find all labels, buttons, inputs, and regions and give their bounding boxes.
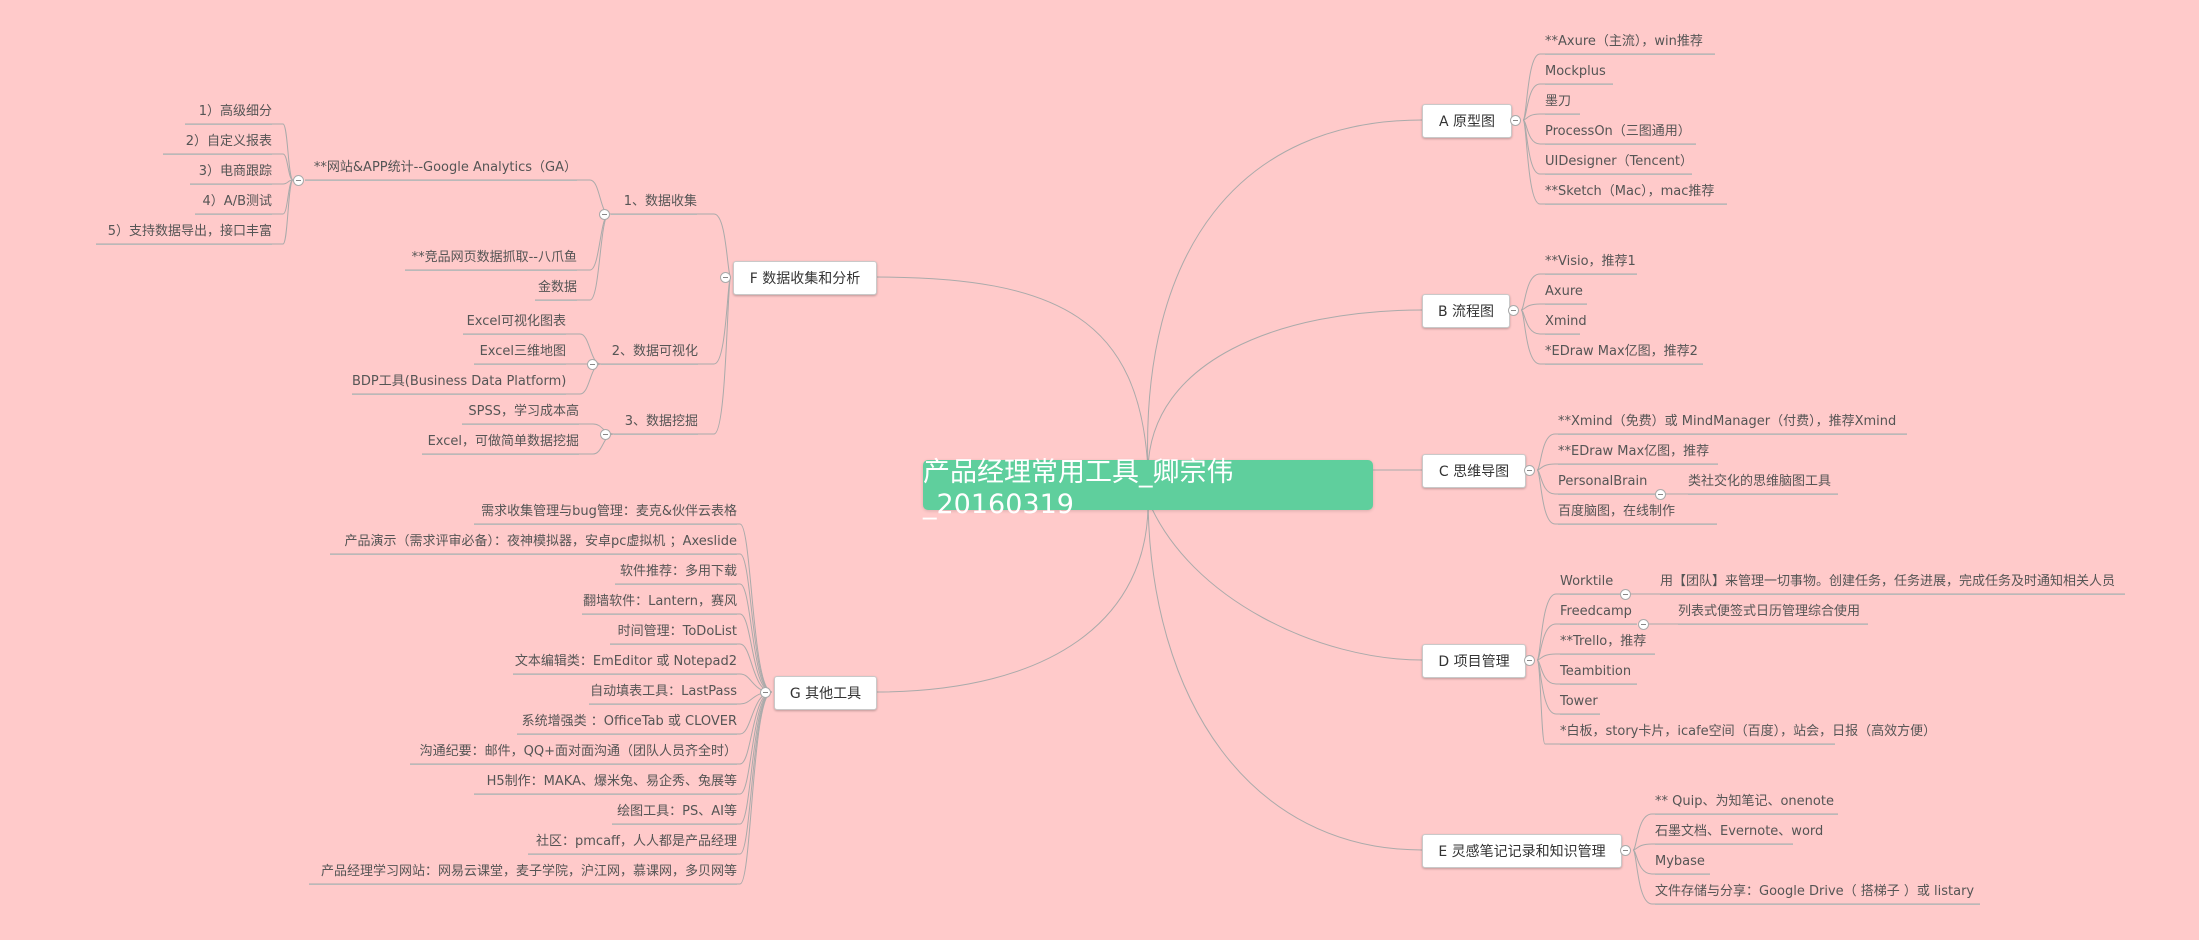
prototype-item-mockplus: Mockplus bbox=[1545, 60, 1613, 85]
pm-item-whiteboard: *白板，story卡片，icafe空间（百度），站会，日报（高效方便） bbox=[1560, 720, 1936, 745]
collection-item-ga: **网站&APP统计--Google Analytics（GA） bbox=[305, 156, 577, 181]
branch-prototype[interactable]: A 原型图 bbox=[1422, 104, 1512, 138]
prototype-item-modao: 墨刀 bbox=[1545, 90, 1580, 115]
branch-mindmap[interactable]: C 思维导图 bbox=[1422, 454, 1526, 488]
branch-other-tools[interactable]: G 其他工具 bbox=[774, 676, 877, 710]
mining-item-spss: SPSS，学习成本高 bbox=[462, 400, 579, 425]
notes-item-shimo: 石墨文档、Evernote、word bbox=[1655, 820, 1823, 845]
prototype-item-axure: **Axure（主流），win推荐 bbox=[1545, 30, 1715, 55]
other-item-download: 软件推荐：多用下载 bbox=[615, 560, 737, 585]
visualization-item-excel-3d-map: Excel三维地图 bbox=[474, 340, 566, 365]
collection-item-jinshuju: 金数据 bbox=[535, 276, 577, 301]
collapse-toggle-data-visualization[interactable] bbox=[587, 359, 598, 370]
freedcamp-note: 列表式便签式日历管理综合使用 bbox=[1678, 600, 1868, 625]
mindmap-item-personalbrain: PersonalBrain bbox=[1558, 470, 1655, 495]
flowchart-item-xmind: Xmind bbox=[1545, 310, 1587, 335]
notes-item-storage: 文件存储与分享：Google Drive（ 搭梯子 ）或 listary bbox=[1655, 880, 1980, 905]
data-sub-mining: 3、数据挖掘 bbox=[614, 410, 698, 435]
collapse-toggle-freedcamp[interactable] bbox=[1638, 619, 1649, 630]
root-topic[interactable]: 产品经理常用工具_卿宗伟_20160319 bbox=[923, 457, 1373, 520]
mindmap-item-xmind: **Xmind（免费）或 MindManager（付费），推荐Xmind bbox=[1558, 410, 1907, 435]
personalbrain-note: 类社交化的思维脑图工具 bbox=[1688, 470, 1838, 495]
mindmap-item-baidu: 百度脑图，在线制作 bbox=[1558, 500, 1717, 525]
flowchart-item-edraw: *EDraw Max亿图，推荐2 bbox=[1545, 340, 1703, 365]
other-item-autofill: 自动填表工具：LastPass bbox=[589, 680, 737, 705]
other-item-system: 系统增强类 ：OfficeTab 或 CLOVER bbox=[517, 710, 737, 735]
ga-item-segment: 1）高级细分 bbox=[185, 100, 272, 125]
pm-item-worktile: Worktile bbox=[1560, 570, 1620, 595]
other-item-h5: H5制作：MAKA、爆米兔、易企秀、兔展等 bbox=[474, 770, 737, 795]
notes-item-quip: ** Quip、为知笔记、onenote bbox=[1655, 790, 1838, 815]
mining-item-excel: Excel，可做简单数据挖掘 bbox=[422, 430, 579, 455]
ga-item-export: 5）支持数据导出，接口丰富 bbox=[96, 220, 272, 245]
other-item-text-editor: 文本编辑类：EmEditor 或 Notepad2 bbox=[513, 650, 737, 675]
collapse-toggle-mindmap[interactable] bbox=[1524, 465, 1535, 476]
other-item-time: 时间管理：ToDoList bbox=[610, 620, 737, 645]
branch-data-analysis[interactable]: F 数据收集和分析 bbox=[733, 261, 877, 295]
visualization-item-excel-chart: Excel可视化图表 bbox=[463, 310, 566, 335]
other-item-drawing: 绘图工具：PS、AI等 bbox=[612, 800, 737, 825]
pm-item-freedcamp: Freedcamp bbox=[1560, 600, 1637, 625]
ga-item-ecommerce: 3）电商跟踪 bbox=[190, 160, 272, 185]
branch-project-management[interactable]: D 项目管理 bbox=[1422, 644, 1526, 678]
pm-item-teambition: Teambition bbox=[1560, 660, 1637, 685]
other-item-requirement: 需求收集管理与bug管理：麦克&伙伴云表格 bbox=[474, 500, 737, 525]
ga-item-custom-report: 2）自定义报表 bbox=[163, 130, 272, 155]
branch-notes-knowledge[interactable]: E 灵感笔记记录和知识管理 bbox=[1422, 834, 1622, 868]
data-sub-visualization: 2、数据可视化 bbox=[601, 340, 698, 365]
collapse-toggle-prototype[interactable] bbox=[1510, 115, 1521, 126]
collapse-toggle-worktile[interactable] bbox=[1620, 589, 1631, 600]
other-item-community: 社区：pmcaff，人人都是产品经理 bbox=[528, 830, 737, 855]
other-item-vpn: 翻墙软件：Lantern，赛风 bbox=[582, 590, 737, 615]
data-sub-collection: 1、数据收集 bbox=[611, 190, 697, 215]
ga-item-ab-test: 4）A/B测试 bbox=[195, 190, 272, 215]
collapse-toggle-data-collection[interactable] bbox=[599, 209, 610, 220]
worktile-note: 用【团队】来管理一切事物。创建任务，任务进展，完成任务及时通知相关人员 bbox=[1660, 570, 2125, 595]
collapse-toggle-notes-knowledge[interactable] bbox=[1620, 845, 1631, 856]
prototype-item-processon: ProcessOn（三图通用） bbox=[1545, 120, 1696, 145]
branch-flowchart[interactable]: B 流程图 bbox=[1422, 294, 1510, 328]
flowchart-item-axure: Axure bbox=[1545, 280, 1587, 305]
other-item-learning: 产品经理学习网站：网易云课堂，麦子学院，沪江网，慕课网，多贝网等 bbox=[309, 860, 737, 885]
collapse-toggle-personalbrain[interactable] bbox=[1655, 489, 1666, 500]
collapse-toggle-data-mining[interactable] bbox=[600, 429, 611, 440]
pm-item-trello: **Trello，推荐 bbox=[1560, 630, 1655, 655]
pm-item-tower: Tower bbox=[1560, 690, 1600, 715]
collapse-toggle-other-tools[interactable] bbox=[760, 687, 771, 698]
collection-item-bazhuayu: **竞品网页数据抓取--八爪鱼 bbox=[405, 246, 577, 271]
collapse-toggle-project-management[interactable] bbox=[1524, 655, 1535, 666]
mindmap-item-edraw: **EDraw Max亿图，推荐 bbox=[1558, 440, 1718, 465]
other-item-demo: 产品演示（需求评审必备）：夜神模拟器，安卓pc虚拟机 ；Axeslide bbox=[330, 530, 737, 555]
collapse-toggle-data-analysis[interactable] bbox=[720, 272, 731, 283]
prototype-item-uidesigner: UIDesigner（Tencent） bbox=[1545, 150, 1693, 175]
other-item-communication: 沟通纪要：邮件，QQ+面对面沟通（团队人员齐全时） bbox=[410, 740, 737, 765]
flowchart-item-visio: **Visio，推荐1 bbox=[1545, 250, 1637, 275]
notes-item-mybase: Mybase bbox=[1655, 850, 1710, 875]
collapse-toggle-ga[interactable] bbox=[293, 175, 304, 186]
prototype-item-sketch: **Sketch（Mac），mac推荐 bbox=[1545, 180, 1727, 205]
visualization-item-bdp: BDP工具(Business Data Platform) bbox=[352, 370, 566, 395]
collapse-toggle-flowchart[interactable] bbox=[1508, 305, 1519, 316]
